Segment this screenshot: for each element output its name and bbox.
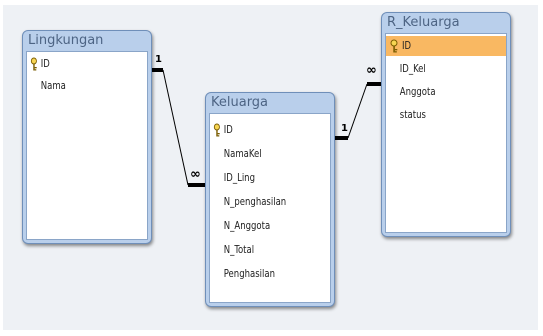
field-list: ID ID_Kel Anggota status	[385, 33, 507, 233]
field-row-namakel[interactable]: NamaKel	[210, 144, 313, 164]
field-name: N_Total	[223, 243, 255, 256]
field-name: Penghasilan	[223, 267, 275, 280]
key-icon	[213, 123, 220, 137]
field-row-n-anggota[interactable]: N_Anggota	[210, 216, 313, 236]
field-name: ID_Ling	[223, 171, 255, 184]
table-lingkungan[interactable]: Lingkungan ID Nama	[22, 30, 152, 244]
field-row-id[interactable]: ID	[210, 120, 313, 140]
field-row-n-total[interactable]: N_Total	[210, 240, 313, 260]
field-row-nama[interactable]: Nama	[27, 76, 130, 96]
field-name: ID	[402, 39, 412, 52]
field-row-status[interactable]: status	[386, 105, 489, 125]
field-name: ID	[223, 123, 233, 136]
field-row-id-kel[interactable]: ID_Kel	[386, 59, 489, 79]
field-name: N_Anggota	[223, 219, 271, 232]
rel-label-one: 1	[155, 54, 162, 65]
field-name: NamaKel	[223, 147, 262, 160]
field-row-anggota[interactable]: Anggota	[386, 82, 489, 102]
field-row-id[interactable]: ID	[27, 54, 130, 74]
field-list: ID NamaKel ID_Ling N_penghasilan N_Anggo…	[209, 113, 331, 303]
field-name: Anggota	[399, 85, 436, 98]
table-title[interactable]: Lingkungan	[28, 33, 104, 48]
field-row-penghasilan[interactable]: Penghasilan	[210, 264, 313, 284]
key-icon	[30, 57, 37, 71]
table-title[interactable]: Keluarga	[211, 95, 269, 110]
field-name: status	[399, 108, 426, 121]
field-name: ID_Kel	[399, 62, 426, 75]
rel-label-many: ∞	[190, 167, 201, 182]
rel-label-one: 1	[341, 123, 348, 134]
field-name: N_penghasilan	[223, 195, 287, 208]
field-name: ID	[40, 57, 50, 70]
field-list: ID Nama	[26, 51, 148, 240]
table-keluarga[interactable]: Keluarga ID NamaKel ID_Ling N_penghasila…	[205, 92, 335, 307]
rel-label-many: ∞	[366, 63, 377, 78]
field-row-id-selected[interactable]: ID	[386, 36, 506, 56]
table-title[interactable]: R_Keluarga	[387, 15, 460, 30]
field-name: Nama	[40, 79, 66, 92]
table-r-keluarga[interactable]: R_Keluarga ID ID_Kel Anggota status	[381, 12, 511, 237]
key-icon	[390, 39, 398, 53]
field-row-id-ling[interactable]: ID_Ling	[210, 168, 313, 188]
field-row-n-penghasilan[interactable]: N_penghasilan	[210, 192, 313, 212]
